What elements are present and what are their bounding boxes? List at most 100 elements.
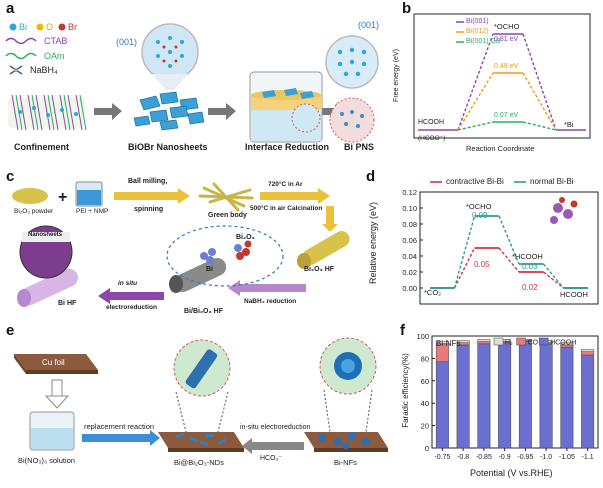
facet-label-left: (001) xyxy=(116,37,138,47)
legend-swatch xyxy=(538,337,549,346)
c-calc-air: 500°C in air Calcination xyxy=(250,205,323,212)
b-label-hcoo: (HCOO⁻) xyxy=(418,135,446,142)
c-nanosheets: Nanosheets xyxy=(28,232,63,238)
arrow-right-icon xyxy=(260,188,330,204)
cu-foil-icon xyxy=(14,354,98,374)
x-tick-label: -0.85 xyxy=(476,454,492,461)
energy-connector xyxy=(542,263,565,289)
b-legend-bi012: Bi(012) xyxy=(466,28,489,35)
y-tick-label: 60 xyxy=(421,377,429,386)
bar-h xyxy=(560,342,574,346)
ocho-molecule-icon xyxy=(550,197,578,224)
x-tick-label: -1.0 xyxy=(540,454,552,461)
c-spinning: spinning xyxy=(134,206,164,213)
zoom-line xyxy=(323,389,331,433)
panel-c-letter: c xyxy=(6,168,15,185)
interface-beaker xyxy=(249,71,323,143)
legend-swatch xyxy=(493,337,504,346)
f-title: Bi-NFs xyxy=(436,339,461,348)
c-green-body: Green body xyxy=(208,212,247,219)
bi-atoms-icon xyxy=(200,248,216,264)
arrow-left-icon xyxy=(98,288,164,304)
b-value-007: 0.07 eV xyxy=(494,112,519,119)
d-label-hcooh-ads: *HCOOH xyxy=(512,252,543,261)
ctab-icon xyxy=(5,37,37,45)
panel-a-illustration xyxy=(5,23,379,143)
legend-br: Br xyxy=(68,22,77,32)
conversion-loop xyxy=(166,225,284,287)
bar-hcooh xyxy=(539,343,553,449)
panel-a: a xyxy=(0,0,395,165)
y-tick-label: 0.04 xyxy=(402,252,417,261)
free-energy-chart xyxy=(413,13,591,139)
e-solution: Bi(NO₃)₃ solution xyxy=(18,456,75,465)
series-bi001 xyxy=(418,33,586,131)
d-value-hcooh-normal: 0.03 xyxy=(522,262,538,271)
legend-o: O xyxy=(46,22,54,32)
f-xlabel: Potential (V vs.RHE) xyxy=(470,468,553,478)
c-calc-ar: 720°C in Ar xyxy=(268,181,303,188)
arrow-right-icon xyxy=(208,103,236,120)
panel-a-letter: a xyxy=(6,0,15,17)
d-label-co2: *CO₂ xyxy=(424,288,442,297)
panel-e-letter: e xyxy=(6,322,15,339)
c-ball-milling: Ball milling, xyxy=(128,178,168,185)
nd-magnifier xyxy=(173,339,231,397)
arrow-left-icon xyxy=(242,438,304,454)
bar-h xyxy=(581,349,595,352)
y-tick-label: 0.10 xyxy=(402,204,417,213)
zoom-line xyxy=(217,391,229,433)
x-tick-label: -1.1 xyxy=(582,454,594,461)
panel-c-illustration: + xyxy=(12,181,350,307)
biobr-crystal-magnifier xyxy=(141,23,199,90)
energy-connector xyxy=(498,247,520,273)
b-legend-bi001: Bi(001) xyxy=(466,18,489,25)
f-ylabel: Faradic efficiency(%) xyxy=(400,353,410,428)
y-tick-label: 20 xyxy=(421,422,429,431)
energy-connector xyxy=(498,215,520,265)
bi-pns-magnifier xyxy=(325,35,379,143)
x-tick-label: -0.9 xyxy=(499,454,511,461)
y-tick-label: 0 xyxy=(425,444,429,453)
nfs-foil xyxy=(304,432,388,452)
c-bi-bi2o3-hf: Bi/Bi₂O₃ HF xyxy=(184,308,224,315)
legend-nabh4: NaBH₄ xyxy=(30,65,58,75)
bar-hcooh xyxy=(477,343,491,449)
caption-confinement: Confinement xyxy=(14,142,69,152)
series-bi012 xyxy=(457,72,557,131)
y-tick-label: 0.12 xyxy=(402,188,417,197)
arrow-right-icon xyxy=(82,430,160,446)
bar-hcooh xyxy=(498,342,512,449)
b-value-081: 0.81 eV xyxy=(494,36,519,43)
e-replacement: replacement reaction xyxy=(84,422,155,431)
arrow-right-icon xyxy=(94,103,122,120)
zoom-line xyxy=(365,389,373,433)
c-bi2o3-powder: Bi₂O₃ powder xyxy=(14,208,54,215)
facet-label-right: (001) xyxy=(358,20,380,30)
x-tick-label: -1.05 xyxy=(559,454,575,461)
panel-e-illustration xyxy=(14,337,388,454)
e-in-situ: in-situ electroreduction xyxy=(240,424,311,431)
bi-atom-icon xyxy=(9,23,17,31)
bar-co xyxy=(581,351,595,356)
b-label-ocho: *OCHO xyxy=(494,22,520,31)
x-tick-label: -0.75 xyxy=(434,454,450,461)
br-atom-icon xyxy=(58,23,66,31)
b-ylabel: Free energy (eV) xyxy=(392,49,400,102)
e-nds: Bi@Bi₂O₃-NDs xyxy=(174,458,224,467)
y-tick-label: 0.08 xyxy=(402,220,417,229)
c-nabh4: NaBH₄ reduction xyxy=(244,298,297,305)
d-value-hcooh-contr: 0.02 xyxy=(522,283,538,292)
panel-e: e Cu foil Bi(NO₃)₃ solution replacement … xyxy=(0,322,395,488)
bi-bi2o3-hf-fiber xyxy=(169,257,227,293)
d-legend-normal: normal Bi-Bi xyxy=(530,177,574,186)
series-bi001-gb xyxy=(457,121,557,131)
solution-beaker-icon xyxy=(29,411,75,451)
b-legend-gb: Bi(001) GB xyxy=(466,38,501,45)
biobr-nanosheets xyxy=(133,91,205,131)
energy-connector xyxy=(543,271,564,289)
relative-energy-chart: 0.000.020.040.060.080.100.12 xyxy=(402,181,599,305)
x-tick-label: -0.95 xyxy=(517,454,533,461)
caption-nanosheets: BiOBr Nanosheets xyxy=(128,142,208,152)
